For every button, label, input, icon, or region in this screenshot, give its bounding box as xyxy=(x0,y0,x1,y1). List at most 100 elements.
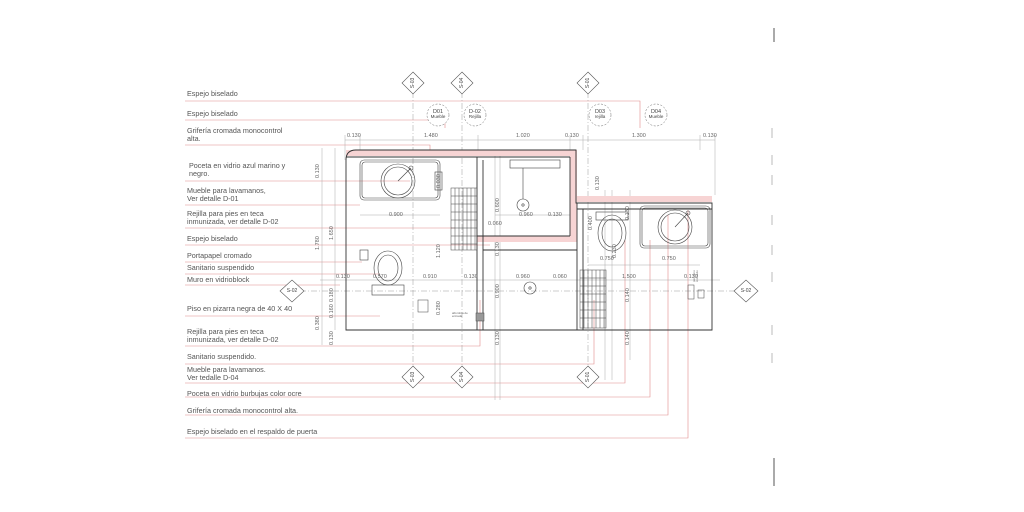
toilet-left xyxy=(359,249,405,296)
dim-top-3: 1.020 xyxy=(516,133,530,139)
label-portapapel: Portapapel cromado xyxy=(187,251,252,260)
dim-row-1: 0.570 xyxy=(373,274,387,280)
note-alfombra: alfombra de entrada xyxy=(452,312,468,318)
dim-vert-1: 0.130 xyxy=(315,164,321,178)
label-rejilla-2-line1: Rejilla para pies en teca xyxy=(187,327,264,336)
label-griferia-1-line2: alta. xyxy=(187,134,201,144)
dim-vert-5: 0.180 xyxy=(329,288,335,302)
detail-d01: D01 Mueble xyxy=(423,109,453,120)
wall-fills xyxy=(346,150,712,242)
grate-right xyxy=(579,269,607,329)
label-espejo-2: Espejo biselado xyxy=(187,109,238,118)
label-poceta-2: Poceta en vidrio burbujas color ocre xyxy=(187,389,302,398)
dim-top-4: 0.130 xyxy=(565,133,579,139)
label-rejilla-2-line2: inmunizada, ver detalle D-02 xyxy=(187,335,279,345)
dim-vert-8: 0.130 xyxy=(329,331,335,345)
label-griferia-1: Grifería cromada monocontrol alta. xyxy=(187,126,283,144)
detail-d03-name: rejilla xyxy=(594,114,606,120)
dim-center: 0.060 xyxy=(488,221,502,227)
detail-markers xyxy=(426,103,668,127)
section-s02-left: S-02 xyxy=(286,288,298,294)
dim-vert-14: 0.900 xyxy=(495,284,501,298)
detail-d03: D03 rejilla xyxy=(585,109,615,120)
dim-row-7: 0.130 xyxy=(684,274,698,280)
dim-mid-3: 0.130 xyxy=(548,212,562,218)
drain-middle xyxy=(523,281,537,295)
section-markers xyxy=(279,71,759,389)
label-espejo-puerta: Espejo biselado en el respaldo de puerta xyxy=(187,427,318,436)
label-rejilla-1-line1: Rejilla para pies en teca xyxy=(187,209,264,218)
label-griferia-1-line1: Grifería cromada monocontrol xyxy=(187,126,283,135)
detail-d04-name: Mueble xyxy=(648,114,664,120)
dim-vert-20: 0.140 xyxy=(625,331,631,345)
dim-vert-6: 0.160 xyxy=(329,304,335,318)
dim-vert-15: 0.130 xyxy=(495,331,501,345)
label-espejo-1: Espejo biselado xyxy=(187,89,238,98)
dim-row-4: 0.960 xyxy=(516,274,530,280)
dim-mid-1: 0.900 xyxy=(389,212,403,218)
label-mueble-2: Mueble para lavamanos. Ver tedalle D-04 xyxy=(187,365,266,383)
note-alfombra-line2: entrada xyxy=(452,314,463,318)
label-mueble-2-line1: Mueble para lavamanos. xyxy=(187,365,266,374)
dim-row-2: 0.910 xyxy=(423,274,437,280)
detail-d01-code: D01 xyxy=(432,109,444,115)
detail-d02-name: Rejilla xyxy=(468,114,482,120)
dim-vert-10: 1.120 xyxy=(436,244,442,258)
dimension-lines xyxy=(320,135,720,400)
dim-mid-2: 0.960 xyxy=(519,212,533,218)
note-perchero-line2: cromado xyxy=(695,270,699,282)
vanity-right xyxy=(639,205,711,249)
detail-d03-code: D03 xyxy=(594,109,606,115)
dim-vert-13: 0.130 xyxy=(495,242,501,256)
note-perchero: perchero cromado xyxy=(692,270,699,282)
label-piso: Piso en pizarra negra de 40 X 40 xyxy=(187,304,293,313)
dim-mid-4: 0.750 xyxy=(600,256,614,262)
section-s01-top: S-01 xyxy=(585,77,591,89)
dim-vert-21: 0.130 xyxy=(595,176,601,190)
label-rejilla-1-line2: inmunizada, ver detalle D-02 xyxy=(187,217,279,227)
section-s04-bottom: S-04 xyxy=(459,371,465,383)
label-poceta-1-line2: negro. xyxy=(189,169,210,179)
label-mueble-1: Mueble para lavamanos, Ver detalle D-01 xyxy=(187,186,266,204)
dim-top-5: 1.300 xyxy=(632,133,646,139)
label-muro: Muro en vidrioblock xyxy=(187,275,250,284)
dim-row-3: 0.130 xyxy=(464,274,478,280)
section-s04-top: S-04 xyxy=(459,77,465,89)
section-s02-right: S-02 xyxy=(740,288,752,294)
toilet-right xyxy=(595,211,629,252)
dim-vert-2: 1.780 xyxy=(315,236,321,250)
label-sanitario-2: Sanitario suspendido. xyxy=(187,352,257,361)
accessories xyxy=(417,284,705,322)
grate-left xyxy=(450,187,478,251)
detail-d04-code: D04 xyxy=(650,109,662,115)
label-griferia-2: Grifería cromada monocontrol alta. xyxy=(187,406,299,415)
dim-mid-5: 0.750 xyxy=(662,256,676,262)
dim-top-2: 1.480 xyxy=(424,133,438,139)
dim-row-5: 0.060 xyxy=(553,274,567,280)
detail-d02: D-02 Rejilla xyxy=(460,109,490,120)
label-poceta-1: Poceta en vidrio azul marino y negro. xyxy=(189,161,286,179)
dim-vert-11: 0.280 xyxy=(436,301,442,315)
dim-row-6: 1.500 xyxy=(622,274,636,280)
dim-vert-9: 0.030 xyxy=(436,174,442,188)
detail-d02-code: D-02 xyxy=(469,109,481,115)
label-rejilla-1: Rejilla para pies en teca inmunizada, ve… xyxy=(187,209,279,227)
label-mueble-2-line2: Ver tedalle D-04 xyxy=(187,373,239,383)
detail-d04: D04 Mueble xyxy=(641,109,671,120)
vanity-left xyxy=(359,159,443,201)
dim-vert-18: 0.230 xyxy=(612,244,618,258)
label-espejo-3: Espejo biselado xyxy=(187,234,238,243)
dim-vert-3: 1.650 xyxy=(329,226,335,240)
dim-top-1: 0.130 xyxy=(347,133,361,139)
dim-vert-7: 0.380 xyxy=(315,316,321,330)
section-s03-top: S-03 xyxy=(410,77,416,89)
shower-top xyxy=(509,159,561,212)
label-poceta-1-line1: Poceta en vidrio azul marino y xyxy=(189,161,286,170)
label-mueble-1-line1: Mueble para lavamanos, xyxy=(187,186,266,195)
section-s01-bottom: S-01 xyxy=(585,371,591,383)
note-alfombra-line1: alfombra de xyxy=(452,311,468,315)
dim-vert-19: 0.140 xyxy=(625,288,631,302)
dim-vert-12: 0.600 xyxy=(495,198,501,212)
dim-vert-17: 0.130 xyxy=(625,206,631,220)
